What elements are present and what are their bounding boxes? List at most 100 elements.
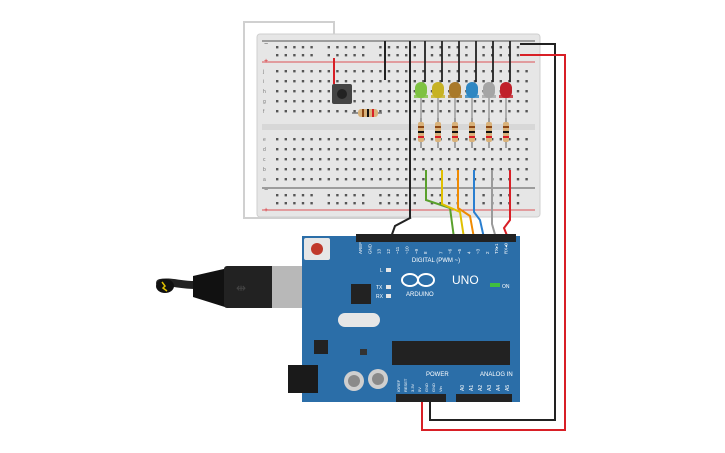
analog-pin-label: A0 [460, 385, 466, 391]
digital-pin-label: 8 [423, 251, 428, 254]
reset-button[interactable] [311, 243, 323, 255]
led-resistor [503, 118, 509, 148]
power-header [396, 394, 446, 402]
led-yellow [431, 82, 445, 98]
digital-pin-label: ~10 [405, 246, 410, 254]
on-led [490, 283, 500, 287]
button-resistor [352, 109, 382, 117]
led-group [414, 41, 513, 148]
row-letter: g [263, 99, 266, 105]
signal-wire [441, 170, 465, 239]
regulator [314, 340, 328, 354]
on-label: ON [502, 284, 510, 290]
led-resistor [452, 118, 458, 148]
arduino-model: UNO [452, 273, 479, 287]
digital-pin-label: 7 [438, 251, 443, 254]
rx-led-label: RX [376, 294, 384, 300]
led-resistor [418, 118, 424, 148]
tx-led [386, 285, 391, 289]
digital-pin-label: 13 [377, 248, 382, 254]
row-letter: b [263, 167, 266, 173]
analog-pin-label: A5 [505, 385, 511, 391]
l-led-label: L [380, 268, 383, 274]
digital-pin-label: ~5 [457, 248, 462, 254]
led-resistor [469, 118, 475, 148]
arduino-logo: ARDUINO [401, 273, 435, 298]
digital-pin-label: 4 [466, 251, 471, 254]
digital-pin-label: ~11 [395, 246, 400, 254]
rail-minus-label: − [264, 41, 268, 48]
l-led [386, 268, 391, 272]
led-red [499, 82, 513, 98]
arduino-brand: ARDUINO [406, 292, 434, 298]
gnd-wire-to-arduino [389, 205, 411, 241]
led-resistor [435, 118, 441, 148]
analog-label: ANALOG IN [480, 372, 513, 378]
power-pin-label: GND [431, 383, 436, 392]
row-letter: h [263, 89, 266, 95]
signal-wire [473, 170, 485, 239]
rail-minus-label-bottom: − [264, 187, 268, 194]
digital-pin-label: GND [367, 243, 372, 254]
analog-header [456, 394, 512, 402]
power-pin-label: 3.3V [410, 383, 415, 392]
power-pin-label: RESET [403, 378, 408, 392]
digital-pin-label: TX▸1 [494, 243, 499, 254]
row-letter: j [262, 69, 264, 75]
led-white [482, 82, 496, 98]
signal-wires [425, 170, 511, 239]
rx-led [386, 294, 391, 298]
row-letter: f [263, 109, 265, 115]
power-pin-label: Vin [438, 386, 443, 392]
atmega-chip [392, 341, 510, 365]
led-green [414, 82, 428, 98]
breadboard-holes [276, 46, 528, 205]
pushbutton[interactable] [332, 84, 352, 104]
digital-pin-label: ~6 [448, 248, 453, 254]
row-letter: i [263, 79, 264, 85]
digital-header [356, 234, 516, 242]
tx-led-label: TX [376, 285, 383, 291]
led-resistor [486, 118, 492, 148]
digital-label: DIGITAL (PWM ~) [412, 258, 460, 264]
signal-wire [425, 170, 455, 239]
digital-pin-label: ~9 [414, 248, 419, 254]
signal-wire [502, 170, 511, 239]
led-amber [448, 82, 462, 98]
analog-pin-label: A2 [478, 385, 484, 391]
analog-pin-label: A3 [487, 385, 493, 391]
digital-pin-label: 12 [386, 248, 391, 254]
digital-pin-label: AREF [358, 242, 363, 254]
small-chip [360, 349, 367, 355]
power-jack [288, 365, 318, 393]
analog-pin-label: A4 [496, 385, 502, 391]
digital-pin-label: 2 [485, 251, 490, 254]
vcc-rail-wire [421, 54, 566, 431]
crystal [338, 313, 380, 327]
led-blue [465, 82, 479, 98]
gnd-rail-wire [429, 43, 556, 421]
row-letter: c [263, 157, 266, 163]
rail-plus-label-bottom: + [264, 207, 268, 214]
row-letter: e [263, 137, 266, 143]
usb-chip [351, 284, 371, 304]
signal-wire [491, 170, 497, 239]
power-label: POWER [426, 372, 449, 378]
row-letter: a [263, 177, 266, 183]
power-pin-label: GND [424, 383, 429, 392]
row-letter: d [263, 147, 266, 153]
power-pin-label: 5V [417, 387, 422, 392]
rail-plus-label: + [264, 58, 268, 65]
digital-pin-label: ~3 [476, 248, 481, 254]
analog-pin-label: A1 [469, 385, 475, 391]
power-pin-label: IOREF [396, 379, 401, 392]
signal-wire [457, 170, 475, 239]
usb-cable: ⇹ [156, 266, 302, 308]
